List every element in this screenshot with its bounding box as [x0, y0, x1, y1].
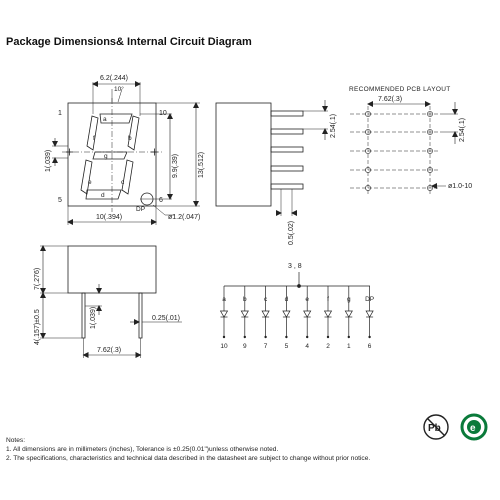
- pin-dot: [222, 335, 226, 339]
- side-view: [215, 100, 328, 216]
- dim-left-offset: 1(.039): [45, 150, 52, 172]
- segment-label-a: a: [103, 116, 107, 123]
- segment-label-b: b: [128, 135, 132, 142]
- segment-c: [121, 159, 134, 195]
- notes: Notes: 1. All dimensions are in millimet…: [6, 436, 370, 463]
- pcb-hole-diameter: ø1.0-10: [448, 183, 472, 190]
- internal-circuit: [224, 272, 370, 288]
- pin-dot: [347, 335, 350, 339]
- pcb-layout-title: RECOMMENDED PCB LAYOUT: [349, 86, 450, 93]
- circuit-branch: g1: [344, 286, 353, 350]
- page-title: Package Dimensions& Internal Circuit Dia…: [6, 36, 252, 48]
- bottom-pin-left: [81, 292, 86, 339]
- led-diode-icon: [365, 310, 374, 318]
- circuit-branch: e4: [303, 286, 312, 350]
- dim-pin-pitch: 2.54(.1): [330, 114, 337, 138]
- led-diode-icon: [219, 310, 229, 318]
- side-body-outline: [215, 102, 272, 207]
- pcb-layout: [350, 101, 458, 196]
- segment-name: d: [285, 296, 289, 303]
- dim-digit-width: 6.2(.244): [100, 75, 128, 82]
- pin-dot: [285, 335, 288, 339]
- pin-number: 1: [347, 343, 351, 350]
- pin-label-10: 10: [159, 110, 167, 117]
- dim-angle: 10°: [114, 85, 124, 93]
- bottom-pin-right: [138, 292, 143, 339]
- dim-pin-width: 0.5(.02): [288, 221, 295, 245]
- bottom-view: [40, 245, 182, 358]
- pcb-row-spacing: 7.62(.3): [378, 96, 402, 103]
- pin-number: 5: [285, 343, 289, 350]
- led-diode-icon: [282, 310, 291, 318]
- segment-name: g: [347, 296, 351, 303]
- dim-bottom-row-spacing: 7.62(.3): [97, 347, 121, 354]
- led-diode-icon: [261, 310, 270, 318]
- segment-name: f: [327, 296, 329, 303]
- dim-pin-thickness: 0.25(.01): [152, 315, 180, 322]
- pcb-pitch: 2.54(.1): [459, 118, 466, 142]
- pb-free-text: Pb: [428, 423, 441, 434]
- dim-dp-diameter: ø1.2(.047): [168, 214, 200, 221]
- pin-label-6: 6: [159, 197, 163, 204]
- pin-number: 6: [368, 343, 372, 350]
- dim-standoff: 1(.039): [90, 307, 97, 329]
- segment-f: [86, 115, 99, 151]
- pin-number: 7: [264, 343, 268, 350]
- led-diode-icon: [344, 310, 353, 318]
- dim-total-height: 13(.512): [198, 152, 205, 178]
- pin-number: 10: [220, 343, 228, 350]
- front-view: [52, 81, 200, 225]
- segment-label-d: d: [101, 192, 105, 199]
- led-diode-icon: [303, 310, 312, 318]
- pin-label-5: 5: [58, 197, 62, 204]
- rohs-logo: e: [460, 413, 488, 441]
- dim-total-width: 10(.394): [96, 214, 122, 221]
- segment-name: DP: [365, 296, 374, 303]
- segment-e: [80, 159, 93, 195]
- pin-number: 9: [243, 343, 247, 350]
- segment-label-f: f: [93, 135, 95, 142]
- circuit-branch: f2: [323, 286, 333, 350]
- notes-heading: Notes:: [6, 437, 26, 444]
- common-pin-label: 3 , 8: [288, 263, 302, 270]
- segment-b: [127, 115, 140, 151]
- segment-label-g: g: [104, 153, 108, 160]
- side-pins: [270, 110, 304, 190]
- circuit-branch: c7: [261, 286, 270, 350]
- dim-height: 9.9(.39): [172, 154, 179, 178]
- pin-dot: [368, 335, 371, 339]
- pin-number: 4: [305, 343, 309, 350]
- segment-g: [92, 151, 128, 160]
- segment-name: e: [305, 296, 309, 303]
- dim-body-height: 7(.276): [34, 268, 41, 290]
- pin-label-1: 1: [58, 110, 62, 117]
- segment-label-e: e: [88, 179, 92, 186]
- segment-label-c: c: [121, 179, 125, 186]
- pin-dot: [264, 335, 267, 339]
- rohs-text: e: [470, 423, 476, 434]
- dim-pin-length: 4(.157)±0.5: [34, 309, 41, 345]
- led-diode-icon: [240, 310, 249, 318]
- pb-free-logo: Pb: [423, 414, 449, 440]
- pin-number: 2: [326, 343, 330, 350]
- segment-name: a: [222, 296, 226, 303]
- segment-name: b: [243, 296, 247, 303]
- dp-label: DP: [136, 206, 145, 213]
- segment-d: [85, 189, 122, 200]
- pin-dot: [243, 335, 246, 339]
- circuit-branch: a 10: [219, 286, 229, 350]
- circuit-branch: d5: [282, 286, 291, 350]
- segment-name: c: [264, 296, 268, 303]
- pin-dot: [326, 335, 330, 339]
- note-1: 1. All dimensions are in millimeters (in…: [6, 446, 279, 453]
- pin-dot: [306, 335, 309, 339]
- segment-a: [99, 113, 133, 124]
- bottom-body-outline: [67, 245, 157, 294]
- circuit-branch: b9: [240, 286, 249, 350]
- note-2: 2. The specifications, characteristics a…: [6, 455, 371, 462]
- circuit-branch: DP 6: [365, 286, 374, 350]
- led-diode-icon: [323, 310, 333, 318]
